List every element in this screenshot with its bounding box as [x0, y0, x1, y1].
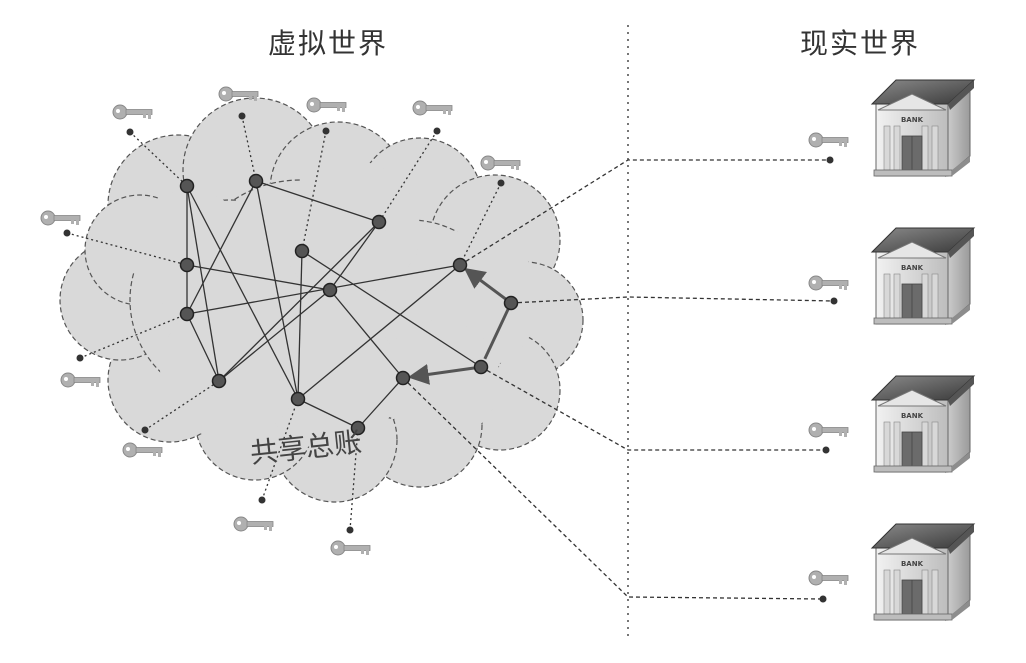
network-edge	[357, 377, 404, 429]
key-icon	[306, 97, 347, 113]
bank-connection-line	[480, 366, 826, 451]
ledger-node	[371, 214, 387, 230]
ledger-node	[248, 173, 264, 189]
bank-building-icon: BANK	[870, 79, 976, 178]
key-anchor-dot	[141, 426, 149, 434]
key-anchor-dot	[826, 156, 834, 164]
transaction-arrow	[407, 364, 475, 385]
bank-building-icon: BANK	[870, 227, 976, 326]
key-anchor-dot	[433, 127, 441, 135]
network-edge	[329, 289, 404, 379]
key-leader-line	[79, 313, 188, 359]
private-keys	[40, 86, 849, 603]
transaction-arrows	[407, 267, 510, 385]
ledger-node	[179, 178, 195, 194]
ledger-node	[503, 295, 519, 311]
virtual-world-title: 虚拟世界	[268, 27, 389, 60]
key-leader-line	[349, 427, 359, 531]
key-icon	[480, 155, 521, 171]
network-edge	[297, 250, 303, 400]
network-edge	[186, 180, 257, 315]
transaction-arrow	[483, 308, 510, 360]
bank-sign: BANK	[901, 560, 924, 568]
network-edge	[255, 180, 380, 223]
key-anchor-dot	[238, 112, 246, 120]
banks: BANK BANK BANK BANK	[870, 79, 976, 622]
key-anchor-dot	[322, 127, 330, 135]
network-edge	[297, 398, 359, 429]
ledger-node	[179, 306, 195, 322]
bank-building-icon: BANK	[870, 375, 976, 474]
bank-connection-lines	[402, 159, 835, 600]
network-edge	[186, 264, 331, 291]
key-anchor-dot	[63, 229, 71, 237]
network-edge	[186, 313, 220, 382]
cloud-fill	[380, 320, 500, 440]
key-icon	[122, 442, 163, 458]
ledger-node	[294, 243, 310, 259]
ledger-node	[179, 257, 195, 273]
cloud-fill	[280, 160, 420, 300]
transaction-arrow	[463, 267, 507, 301]
key-icon	[412, 100, 453, 116]
key-anchor-dot	[76, 354, 84, 362]
ledger-node	[395, 370, 411, 386]
key-anchor-dot	[830, 297, 838, 305]
network-edge	[301, 250, 482, 368]
network-edge	[255, 180, 299, 400]
bank-connection-line	[510, 296, 835, 304]
key-leader-line	[459, 182, 502, 266]
bank-connection-line	[459, 159, 830, 266]
key-icon	[233, 516, 274, 532]
network-edge	[218, 221, 380, 382]
key-icon	[112, 104, 153, 120]
network-edge	[186, 185, 299, 400]
ledger-node	[452, 257, 468, 273]
ledger-node	[290, 391, 306, 407]
key-anchor-dot	[346, 526, 354, 534]
key-leader-line	[129, 131, 188, 187]
cloud-fill	[130, 190, 250, 310]
key-icon	[60, 372, 101, 388]
ledger-node	[211, 373, 227, 389]
key-leader-line	[66, 232, 188, 266]
key-icon	[808, 275, 849, 291]
key-icon	[808, 422, 849, 438]
bank-connection-line	[402, 377, 824, 600]
key-icon	[40, 210, 81, 226]
bank-sign: BANK	[901, 412, 924, 420]
network-edges	[186, 180, 482, 429]
real-world-title: 现实世界	[800, 27, 921, 60]
network-edge	[218, 289, 331, 382]
key-icon	[808, 132, 849, 148]
network-nodes	[179, 173, 519, 436]
network-edge	[329, 221, 380, 291]
bank-sign: BANK	[901, 116, 924, 124]
key-icon	[330, 540, 371, 556]
network-edge	[297, 264, 461, 400]
key-leader-line	[241, 115, 257, 182]
ledger-node	[322, 282, 338, 298]
key-icon	[218, 86, 259, 102]
key-anchor-dot	[126, 128, 134, 136]
ledger-node	[350, 420, 366, 436]
key-anchor-dot	[822, 446, 830, 454]
bank-building-icon: BANK	[870, 523, 976, 622]
key-anchor-dot	[497, 179, 505, 187]
key-leader-line	[301, 130, 327, 252]
key-leader-lines	[66, 115, 502, 531]
key-anchor-dot	[819, 595, 827, 603]
key-anchor-dot	[258, 496, 266, 504]
bank-sign: BANK	[901, 264, 924, 272]
key-icon	[808, 570, 849, 586]
ledger-node	[473, 359, 489, 375]
